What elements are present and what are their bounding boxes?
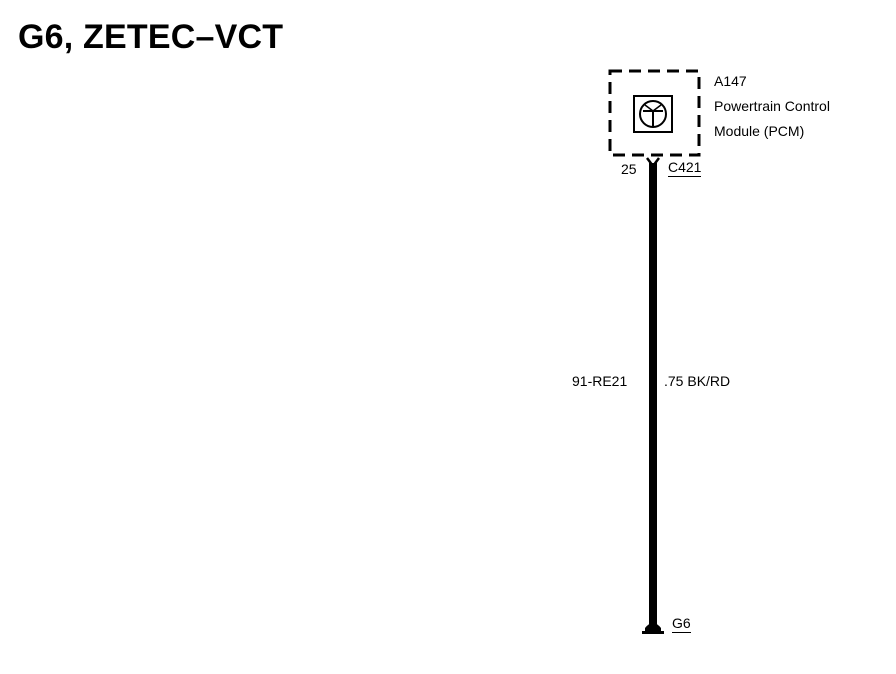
wire-spec-label: .75 BK/RD [664,373,731,389]
connector-pin-number: 25 [621,161,637,177]
ground-id: G6 [672,615,691,633]
connector-id: C421 [668,159,702,177]
component-name-line2: Module (PCM) [714,123,805,139]
component-id: A147 [714,73,747,89]
transistor-symbol-icon [633,95,673,133]
pcm-module-box [608,69,701,157]
ground-icon [642,623,664,634]
wire-circuit-label: 91-RE21 [572,373,628,389]
component-name-line1: Powertrain Control [714,98,830,114]
page-title: G6, ZETEC–VCT [18,18,284,56]
